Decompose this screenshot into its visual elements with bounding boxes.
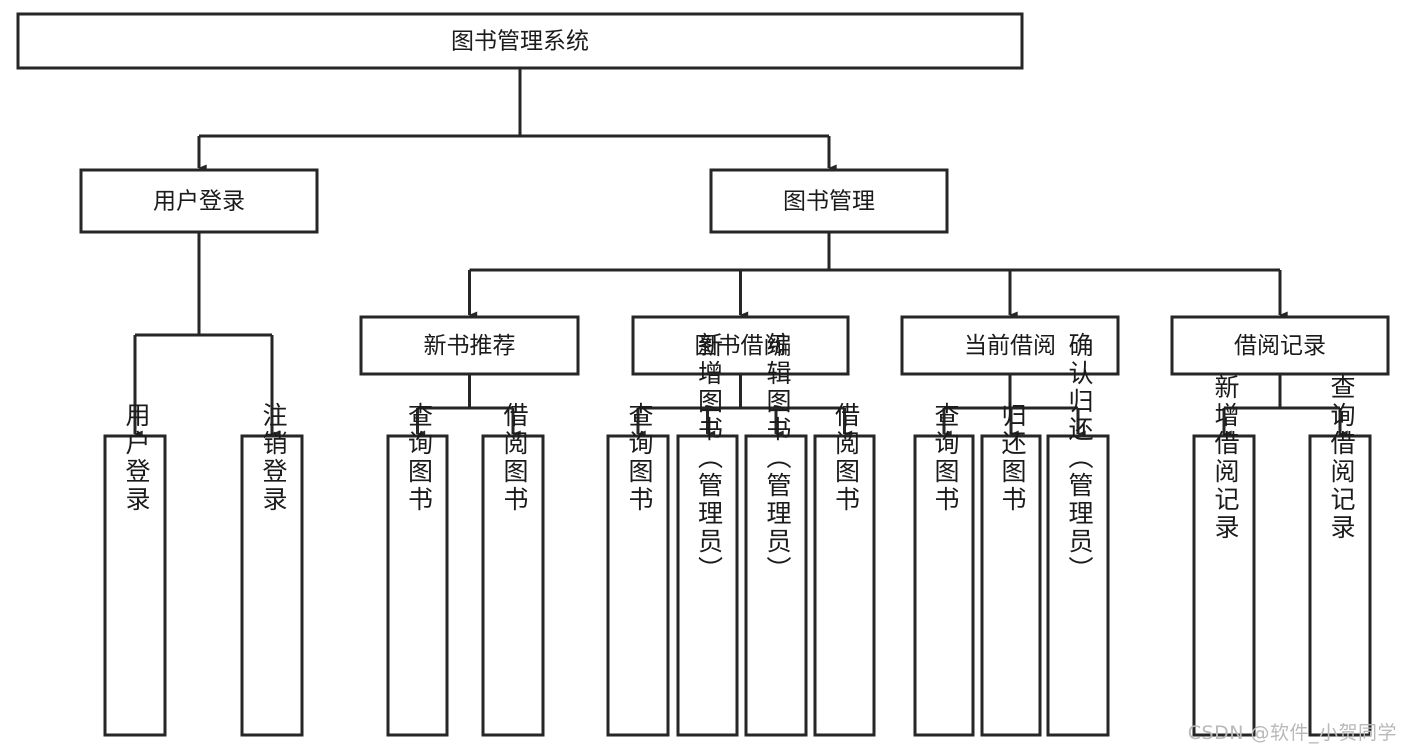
node-level3-新书推荐[interactable]: 新书推荐 xyxy=(359,315,580,376)
leaf-借阅图书-7-rect xyxy=(813,434,876,737)
leaf-归还图书-9[interactable]: 归还图书 xyxy=(980,402,1042,737)
leaf-借阅图书-7[interactable]: 借阅图书 xyxy=(813,402,876,737)
leaf-查询借阅记录-12-label: 查询借阅记录 xyxy=(1327,374,1356,542)
node-level2-图书管理-label: 图书管理 xyxy=(783,189,875,215)
leaf-编辑图书管理员-6[interactable]: 编辑图书（管理员） xyxy=(744,332,808,737)
leaf-查询图书-2[interactable]: 查询图书 xyxy=(386,402,449,737)
leaf-查询图书-8-rect xyxy=(913,434,975,737)
leaf-确认归还管理员-10[interactable]: 确认归还（管理员） xyxy=(1046,332,1110,737)
leaf-用户登录-0-label: 用户登录 xyxy=(122,402,151,514)
leaf-查询图书-4-label: 查询图书 xyxy=(625,402,654,514)
leaf-确认归还管理员-10-rect xyxy=(1046,434,1110,737)
leaf-新增图书管理员-5[interactable]: 新增图书（管理员） xyxy=(676,332,739,737)
leaf-用户登录-0[interactable]: 用户登录 xyxy=(103,402,167,737)
node-level3-当前借阅-rect xyxy=(900,315,1120,376)
leaf-新增借阅记录-11-label: 新增借阅记录 xyxy=(1211,374,1240,542)
node-level2-用户登录-label: 用户登录 xyxy=(153,189,245,215)
node-level3-当前借阅[interactable]: 当前借阅 xyxy=(900,315,1120,376)
node-level3-图书借阅-rect xyxy=(631,315,850,376)
node-level3-借阅记录-label: 借阅记录 xyxy=(1234,333,1326,359)
leaf-归还图书-9-label: 归还图书 xyxy=(998,402,1027,514)
node-level3-借阅记录-rect xyxy=(1170,315,1390,376)
node-level2-用户登录[interactable]: 用户登录 xyxy=(79,168,319,234)
leaf-查询借阅记录-12[interactable]: 查询借阅记录 xyxy=(1308,374,1372,737)
leaf-查询图书-8-label: 查询图书 xyxy=(931,402,960,514)
leaf-编辑图书管理员-6-label: 编辑图书（管理员） xyxy=(763,332,792,584)
leaf-查询借阅记录-12-rect xyxy=(1308,434,1372,737)
leaf-新增借阅记录-11[interactable]: 新增借阅记录 xyxy=(1192,374,1256,737)
node-boxes: 图书管理系统用户登录图书管理新书推荐图书借阅当前借阅借阅记录用户登录注销登录查询… xyxy=(16,12,1390,737)
leaf-确认归还管理员-10-label: 确认归还（管理员） xyxy=(1065,332,1094,584)
leaf-用户登录-0-rect xyxy=(103,434,167,737)
leaf-编辑图书管理员-6-rect xyxy=(744,434,808,737)
connector-edges xyxy=(133,68,1348,438)
leaf-查询图书-4-rect xyxy=(606,434,670,737)
node-root[interactable]: 图书管理系统 xyxy=(16,12,1024,70)
leaf-查询图书-2-rect xyxy=(386,434,449,737)
leaf-查询图书-2-label: 查询图书 xyxy=(405,402,434,514)
leaf-查询图书-8[interactable]: 查询图书 xyxy=(913,402,975,737)
leaf-注销登录-1[interactable]: 注销登录 xyxy=(240,402,304,737)
node-level2-图书管理[interactable]: 图书管理 xyxy=(709,168,949,234)
node-level2-用户登录-rect xyxy=(79,168,319,234)
node-level3-借阅记录[interactable]: 借阅记录 xyxy=(1170,315,1390,376)
leaf-借阅图书-3-label: 借阅图书 xyxy=(500,402,529,514)
node-level3-图书借阅-label: 图书借阅 xyxy=(695,333,787,359)
leaf-新增借阅记录-11-rect xyxy=(1192,434,1256,737)
leaf-查询图书-4[interactable]: 查询图书 xyxy=(606,402,670,737)
leaf-注销登录-1-rect xyxy=(240,434,304,737)
node-root-label: 图书管理系统 xyxy=(451,29,589,55)
node-level3-新书推荐-label: 新书推荐 xyxy=(424,333,516,359)
node-root-rect xyxy=(16,12,1024,70)
leaf-借阅图书-3[interactable]: 借阅图书 xyxy=(481,402,545,737)
node-level3-当前借阅-label: 当前借阅 xyxy=(964,333,1056,359)
leaf-新增图书管理员-5-rect xyxy=(676,434,739,737)
leaf-新增图书管理员-5-label: 新增图书（管理员） xyxy=(695,332,724,584)
leaf-注销登录-1-label: 注销登录 xyxy=(259,402,288,514)
leaf-归还图书-9-rect xyxy=(980,434,1042,737)
leaf-借阅图书-7-label: 借阅图书 xyxy=(832,402,861,514)
node-level2-图书管理-rect xyxy=(709,168,949,234)
node-level3-图书借阅[interactable]: 图书借阅 xyxy=(631,315,850,376)
node-level3-新书推荐-rect xyxy=(359,315,580,376)
leaf-借阅图书-3-rect xyxy=(481,434,545,737)
